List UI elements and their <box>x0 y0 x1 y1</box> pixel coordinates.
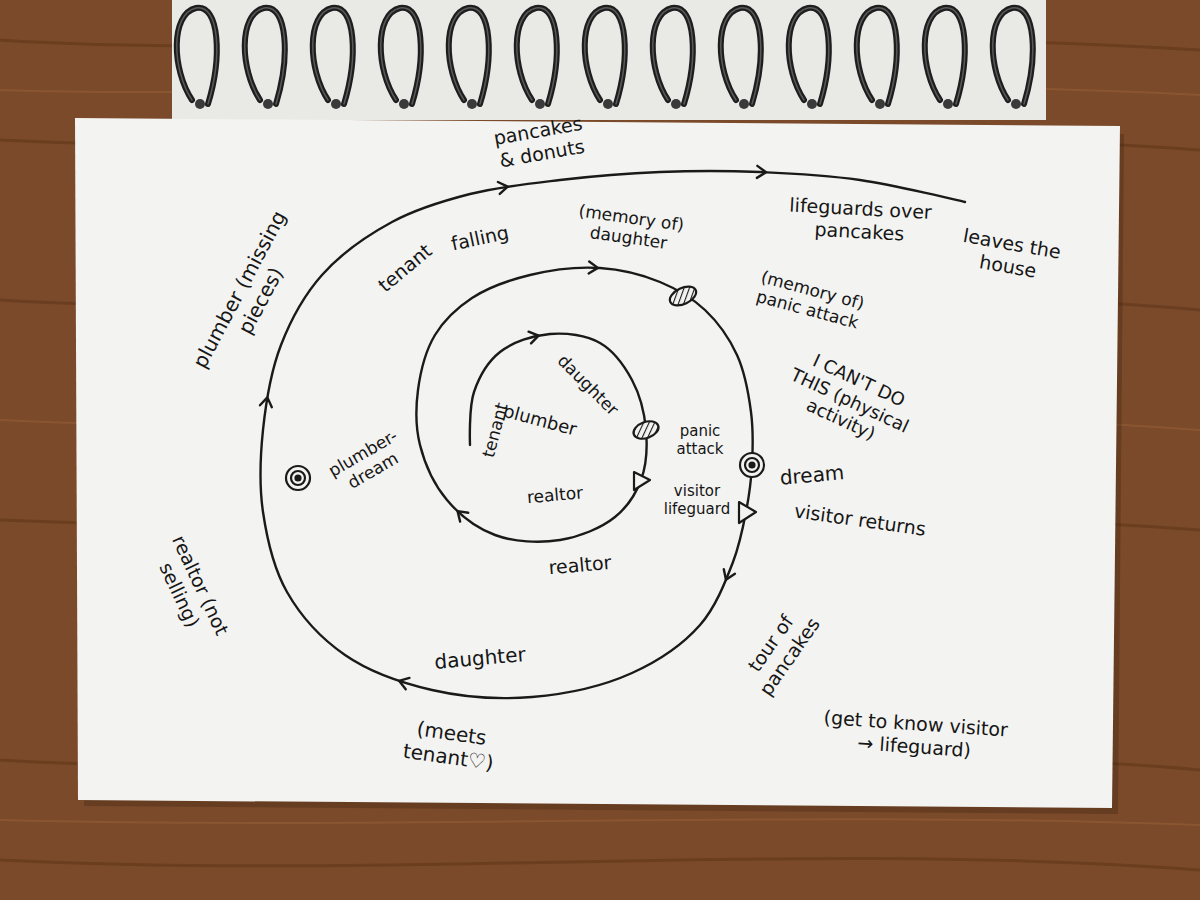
spiral-note: (get to know visitor → lifeguard) <box>814 705 1017 764</box>
spiral-note: panic attack <box>665 422 735 458</box>
arrow-head <box>260 396 273 407</box>
spiral-note: (memory of) panic attack <box>742 263 878 336</box>
spiral-line <box>260 171 965 698</box>
back-sheet <box>172 0 1046 120</box>
spiral-note: tenant <box>478 400 512 459</box>
spiral-note: falling <box>449 221 511 255</box>
visitor-triangle <box>634 472 650 490</box>
spiral-note: dream <box>779 460 845 490</box>
spiral-note: pancakes & donuts <box>482 110 598 174</box>
arrow-head <box>397 675 409 689</box>
arrow-head <box>720 569 735 582</box>
hatched-mark <box>631 418 661 442</box>
arrow-head <box>498 181 509 194</box>
spiral-note: I CAN'T DO THIS (physical activity) <box>773 341 927 459</box>
arrow-head <box>757 166 766 178</box>
spiral-note: leaves the house <box>951 223 1069 287</box>
spiral-note: (meets tenant♡) <box>392 714 508 777</box>
spiral-note: tenant <box>374 239 436 297</box>
spiral-note: visitor lifeguard <box>655 482 739 518</box>
spiral-note: realtor <box>548 551 613 579</box>
spiral-binding <box>177 8 1033 109</box>
spiral-note: (memory of) daughter <box>570 200 690 256</box>
notebook-page <box>75 118 1120 808</box>
spiral-note: daughter <box>553 350 622 419</box>
dream-spiral-symbol <box>286 466 310 490</box>
hatched-mark <box>667 283 699 309</box>
spiral-note: realtor (not selling) <box>146 531 234 650</box>
wood-grain <box>0 38 1200 870</box>
arrow-head <box>589 261 599 273</box>
spiral-note: plumber-dream <box>320 422 417 501</box>
spiral-note: visitor returns <box>793 499 928 540</box>
spiral-note: plumber <box>501 400 579 440</box>
arrow-head <box>529 330 540 344</box>
spiral-note: tour of pancakes <box>733 596 828 704</box>
arrow-heads <box>260 166 766 689</box>
dream-spiral-symbol <box>740 453 764 477</box>
spiral-note: lifeguards over pancakes <box>783 193 937 246</box>
visitor-triangle <box>739 502 756 523</box>
spiral-note: daughter <box>433 642 526 674</box>
arrow-head <box>454 507 469 522</box>
spiral-note: plumber (missing pieces) <box>187 204 314 385</box>
spiral-note: realtor <box>526 482 584 507</box>
